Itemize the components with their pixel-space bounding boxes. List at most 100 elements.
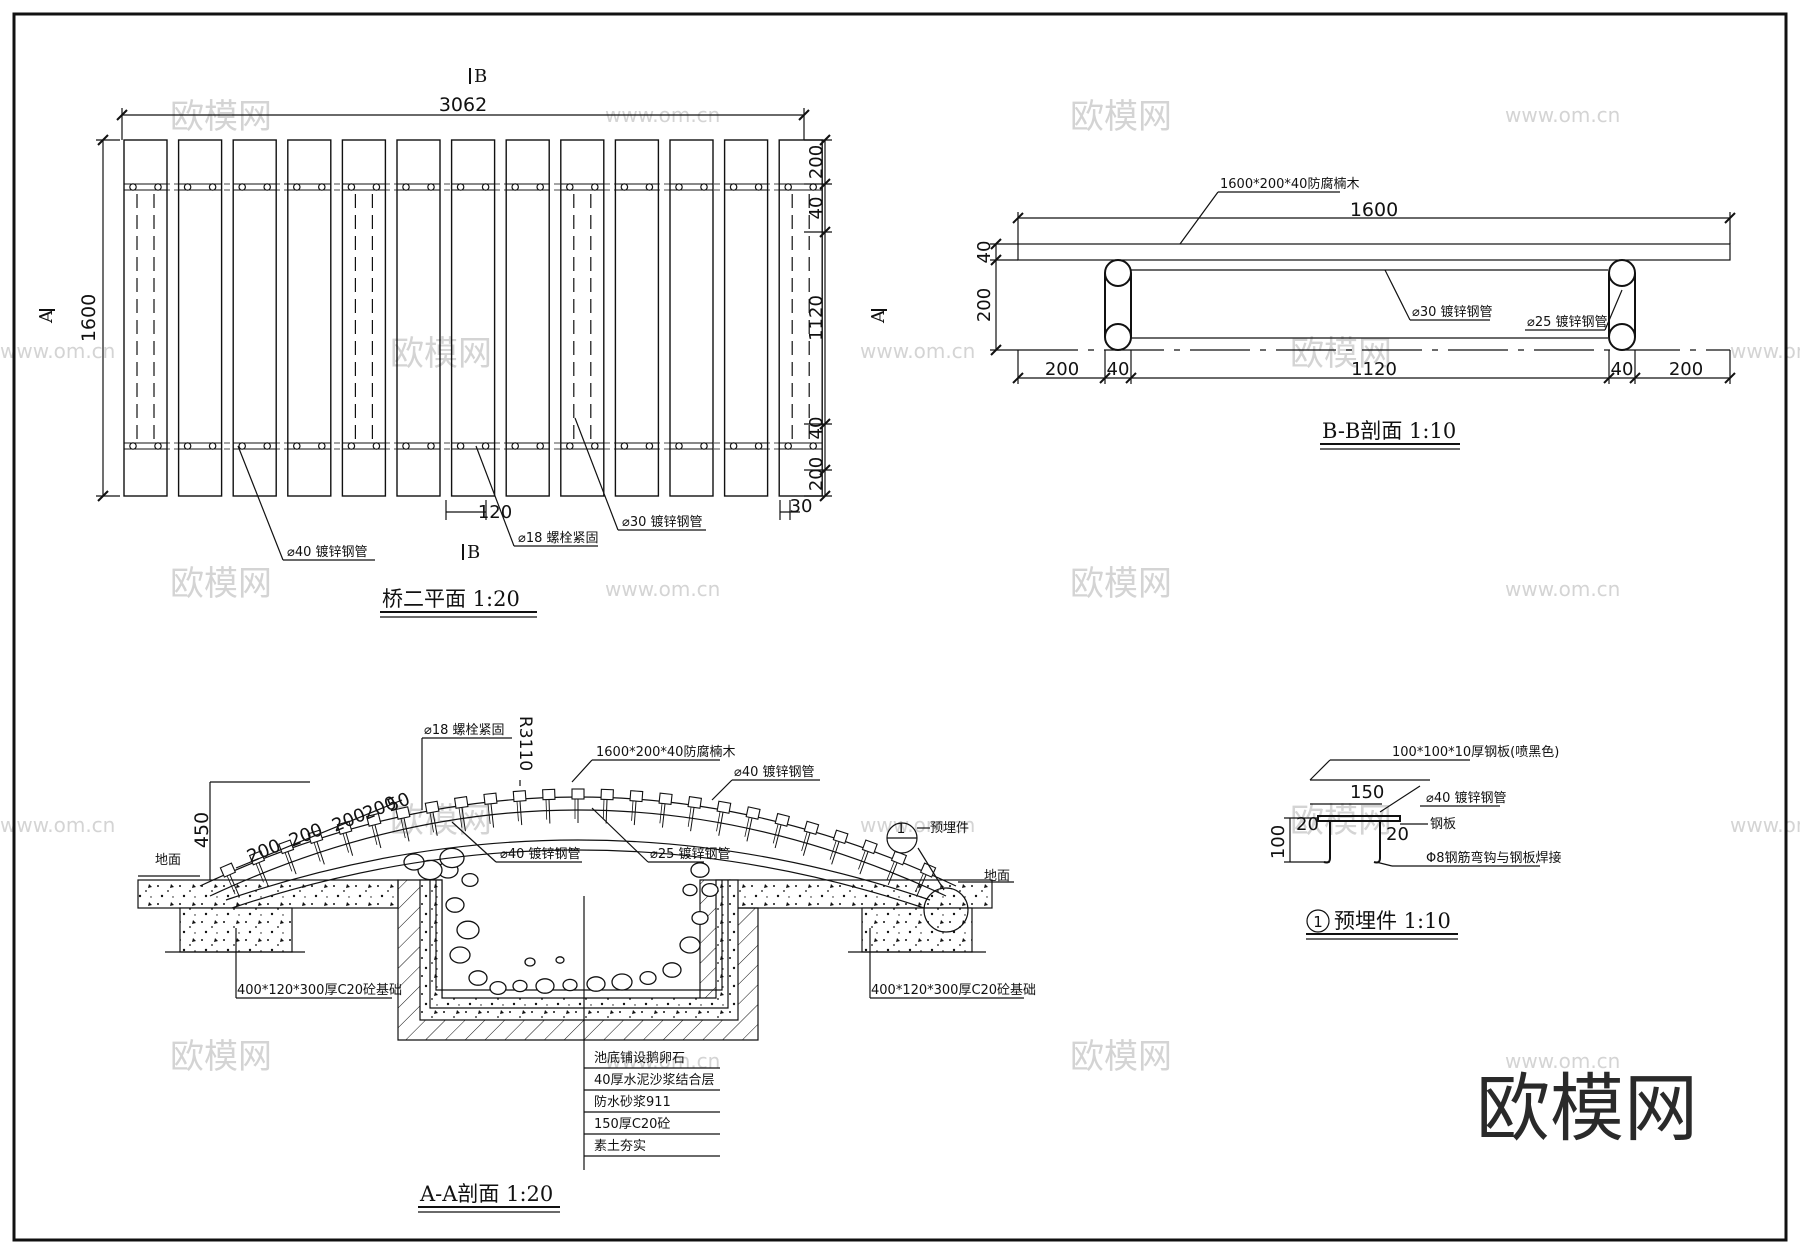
plan-note-bolt18: ⌀18 螺栓紧固: [518, 531, 599, 546]
watermark-url: www.om.cn: [1730, 339, 1800, 363]
bolt-hole: [183, 442, 192, 450]
bb-dim-bottom-3: 1120: [1351, 359, 1397, 380]
pond-pebbles: [403, 847, 719, 996]
arch-plank: [424, 800, 440, 836]
bolt-hole: [754, 183, 763, 191]
watermark-logo: 欧模网: [1070, 1037, 1172, 1077]
arch-plank: [219, 862, 240, 897]
bolt-hole: [754, 442, 763, 450]
bolt-hole: [183, 183, 192, 191]
arch-plank: [571, 788, 585, 823]
aa-layer-label: 素土夯实: [594, 1139, 646, 1154]
arch-plank: [600, 788, 614, 824]
plan-dim-right-4: 40: [806, 417, 827, 440]
bridge-plan-view: 3062 1600 200 40 1120 40 200 120 30 B B: [36, 66, 889, 618]
bolt-hole: [238, 183, 247, 191]
bolt-hole: [427, 442, 435, 450]
bolt-hole: [317, 183, 326, 191]
bolt-hole: [154, 442, 162, 450]
plan-plank-gap: 120: [478, 502, 512, 523]
plank: [450, 139, 496, 497]
bb-dim-thickness: 40: [974, 241, 995, 264]
bolt-hole: [263, 442, 272, 450]
bolt-hole: [208, 442, 217, 450]
embed-dim-100: 100: [1268, 825, 1289, 859]
bolt-hole: [590, 442, 599, 450]
aa-note-pipe40-mid: ⌀40 镀锌钢管: [500, 846, 581, 862]
pond-concrete: [419, 879, 739, 1021]
arch-plank: [483, 792, 498, 828]
bolt-hole: [511, 183, 520, 191]
bolt-hole: [675, 442, 683, 450]
arch-plank: [629, 790, 644, 826]
svg-text:A: A: [36, 309, 57, 324]
footing-right: [861, 907, 973, 953]
watermark-logo: 欧模网: [1290, 334, 1392, 374]
bb-dim-height: 200: [974, 288, 995, 322]
arch-plank: [716, 800, 732, 836]
bolt-hole: [481, 442, 490, 450]
aa-note-pipe25: ⌀25 镀锌钢管: [650, 846, 731, 862]
arch-plank: [744, 806, 761, 842]
bolt-hole: [129, 183, 137, 191]
aa-dim-rise: 450: [191, 812, 213, 848]
watermark-url: www.om.cn: [860, 339, 975, 363]
embed-dim-20b: 20: [1386, 824, 1409, 845]
bb-note-plank: 1600*200*40防腐楠木: [1220, 176, 1359, 192]
bolt-hole: [536, 183, 545, 191]
watermark-url: www.om.cn: [860, 813, 975, 837]
embed-dim-20a: 20: [1296, 814, 1319, 835]
arch-plank: [829, 829, 849, 865]
watermark-logo: 欧模网: [1070, 97, 1172, 137]
aa-footing-right: 400*120*300厚C20砼基础: [871, 983, 1036, 998]
bolt-hole: [645, 183, 654, 191]
bolt-hole: [292, 442, 301, 450]
watermark-url: www.om.cn: [0, 339, 115, 363]
embed-note-steel-plate: 钢板: [1430, 817, 1456, 832]
bolt-hole: [645, 442, 654, 450]
bolt-hole: [372, 442, 381, 450]
ground-slab-right: [729, 879, 993, 909]
plan-planks: [123, 139, 823, 497]
bolt-hole: [729, 183, 738, 191]
arch-plank: [512, 790, 527, 826]
arch-plank: [687, 796, 703, 832]
section-mark-a-right: A: [868, 309, 889, 324]
bolt-hole: [347, 442, 356, 450]
watermark-logo: 欧模网: [170, 97, 272, 137]
arch-plank: [395, 806, 411, 842]
embed-note-pipe40: ⌀40 镀锌钢管: [1426, 790, 1507, 806]
embed-title-num: 1: [1313, 913, 1323, 931]
section-mark-a-left: A: [36, 309, 57, 324]
bolt-hole: [372, 183, 381, 191]
left-post: [1104, 259, 1132, 351]
right-post: [1608, 259, 1636, 351]
bolt-hole: [129, 442, 137, 450]
watermark-logo: 欧模网: [390, 334, 492, 374]
bolt-hole: [456, 442, 465, 450]
embed-dim-150: 150: [1350, 782, 1384, 803]
bolt-hole: [700, 183, 708, 191]
brand-logo: 欧模网: [1476, 1066, 1698, 1152]
bolt-hole: [154, 183, 162, 191]
arch-plank: [366, 812, 382, 849]
bolt-hole: [590, 183, 599, 191]
watermark-url: www.om.cn: [1505, 577, 1620, 601]
bb-dim-bottom-4: 40: [1611, 359, 1634, 380]
bb-note-pipe25: ⌀25 镀锌钢管: [1527, 314, 1608, 330]
bolt-hole: [292, 183, 301, 191]
section-mark-b-bottom: B: [462, 542, 480, 563]
aa-embed-num: 1: [897, 821, 906, 837]
watermark-url: www.om.cn: [605, 577, 720, 601]
svg-text:B: B: [474, 66, 487, 87]
bolt-hole: [263, 183, 272, 191]
bolt-hole: [347, 183, 356, 191]
aa-layer-label: 防水砂浆911: [594, 1094, 671, 1110]
bolt-hole: [238, 442, 247, 450]
bolt-hole: [317, 442, 326, 450]
arch-plank: [658, 792, 673, 828]
bolt-hole: [784, 183, 793, 191]
sheet-border: [12, 12, 1788, 1242]
bolt-hole: [208, 183, 217, 191]
